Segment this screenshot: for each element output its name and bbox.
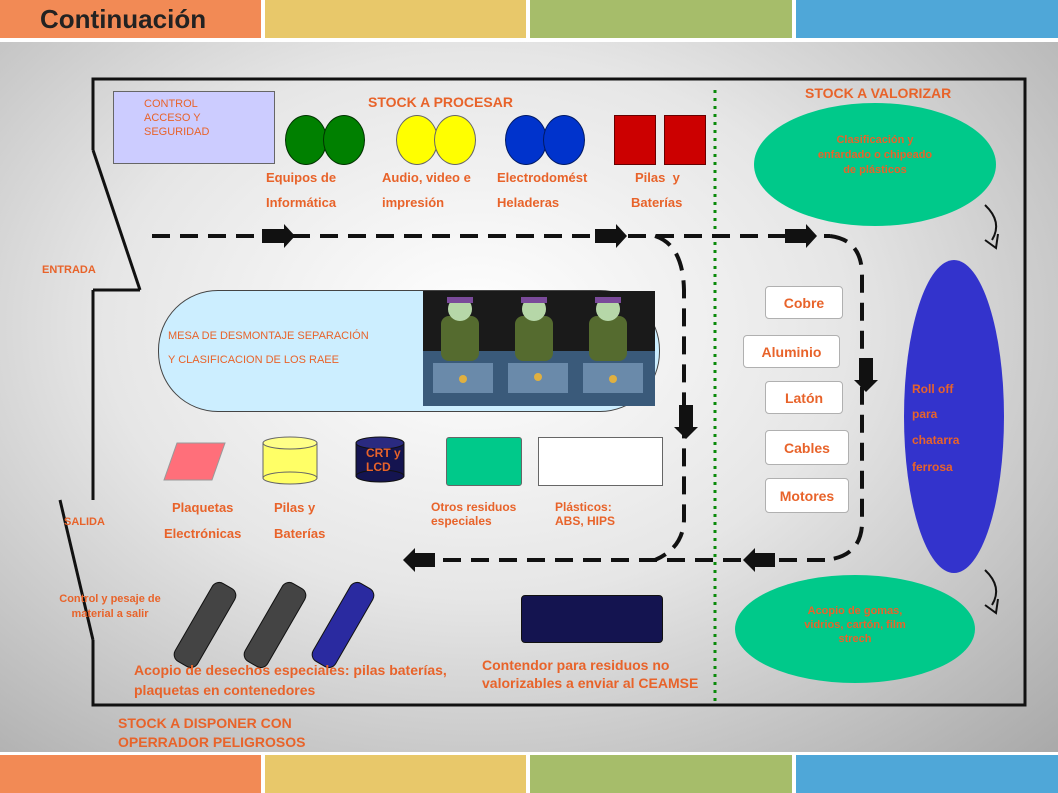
special-containers — [173, 581, 375, 669]
salida-label: SALIDA — [64, 516, 105, 528]
category-label: Electrodomést — [497, 170, 588, 185]
building-walls — [58, 77, 1027, 707]
arrow-right-1 — [262, 224, 295, 248]
crt-bin — [355, 436, 405, 483]
contenedor-label: Contendor para residuos no valorizables … — [482, 657, 699, 691]
flow-arrows — [262, 224, 878, 572]
pilas-label-2: Baterías — [274, 526, 326, 541]
bin-yellow-1 — [396, 115, 438, 165]
acopio-gomas-label: Acopio de gomas, vidrios, cartón, film s… — [804, 605, 906, 645]
container-blue — [311, 581, 375, 669]
acopio-gomas-oval — [735, 575, 975, 683]
arrow-down-2 — [674, 405, 698, 439]
material-motores: Motores — [765, 478, 849, 513]
mesa-label-line1: MESA DE DESMONTAJE SEPARACIÓN — [168, 330, 369, 342]
footer-band-yellow — [265, 755, 526, 793]
stock-valorizar-heading: STOCK A VALORIZAR — [805, 85, 952, 101]
roll-off-label-1: Roll off — [912, 382, 954, 396]
container-dark-2 — [243, 581, 307, 669]
otros-label: Otros residuos especiales — [431, 500, 517, 528]
header-band-yellow — [265, 0, 526, 38]
bin-blue-2 — [543, 115, 585, 165]
roll-off-label-2: para — [912, 407, 938, 421]
plaquetas-label-2: Electrónicas — [164, 526, 242, 541]
header-band-orange — [0, 0, 261, 38]
curved-arrow-icon — [984, 569, 999, 615]
ceamse-container — [521, 595, 663, 643]
acopio-desechos-label: Acopio de desechos especiales: pilas bat… — [134, 662, 447, 698]
plasticos-label: Plásticos: ABS, HIPS — [555, 500, 616, 528]
curved-arrow-icons — [984, 204, 999, 615]
entrada-label: ENTRADA — [42, 264, 96, 276]
stock-disponer-heading: STOCK A DISPONER CON OPERRADOR PELIGROSO… — [118, 715, 306, 750]
pilas-label-1: Pilas y — [274, 500, 316, 515]
control-access-box — [113, 91, 275, 164]
crt-label: CRT y LCD — [366, 446, 401, 474]
category-label: Pilas y — [635, 170, 680, 185]
footer-band-green — [530, 755, 792, 793]
material-cobre: Cobre — [765, 286, 843, 319]
clasificacion-oval — [754, 103, 996, 226]
category-label: Informática — [266, 195, 337, 210]
bin-red-2 — [664, 115, 706, 165]
material-laton: Latón — [765, 381, 843, 414]
roll-off-oval — [904, 260, 1004, 573]
pilas-bin — [262, 436, 318, 485]
mesa-label-line2: Y CLASIFICACION DE LOS RAEE — [168, 354, 339, 366]
bin-red-1 — [614, 115, 656, 165]
workers-picture — [423, 291, 655, 406]
category-label: Baterías — [631, 195, 683, 210]
arrow-down-1 — [854, 358, 878, 392]
bin-yellow-2 — [434, 115, 476, 165]
bin-green-1 — [285, 115, 327, 165]
category-label: Equipos de — [266, 170, 337, 185]
container-dark-1 — [173, 581, 237, 669]
arrow-right-2 — [595, 224, 627, 248]
curved-arrow-icon — [984, 204, 999, 250]
roll-off-label-3: chatarra — [912, 433, 960, 447]
arrow-left-1 — [743, 548, 775, 572]
footer-band-blue — [796, 755, 1058, 793]
material-aluminio: Aluminio — [743, 335, 840, 368]
footer-band-orange — [0, 755, 261, 793]
category-label: Audio, video e — [382, 170, 471, 185]
bin-green-2 — [323, 115, 365, 165]
arrow-right-3 — [785, 224, 817, 248]
header-band-green — [530, 0, 792, 38]
category-label: impresión — [382, 195, 445, 210]
stock-procesar-heading: STOCK A PROCESAR — [368, 94, 513, 110]
plaquetas-label-1: Plaquetas — [172, 500, 234, 515]
plaquetas-bin — [163, 442, 226, 481]
clasificacion-label: Clasificación y enfardado o chipeado de … — [817, 134, 933, 176]
header-band-blue — [796, 0, 1058, 38]
otros-bin — [446, 437, 522, 486]
control-pesaje-label: Control y pesaje de material a salir — [59, 593, 161, 620]
arrow-left-2 — [403, 548, 435, 572]
page-title: Continuación — [40, 4, 207, 34]
plasticos-bin — [538, 437, 663, 486]
category-label: Heladeras — [497, 195, 560, 210]
bin-blue-1 — [505, 115, 547, 165]
control-access-label: CONTROL ACCESO Y SEGURIDAD — [144, 98, 210, 138]
material-cables: Cables — [765, 430, 849, 465]
roll-off-label-4: ferrosa — [912, 460, 953, 474]
